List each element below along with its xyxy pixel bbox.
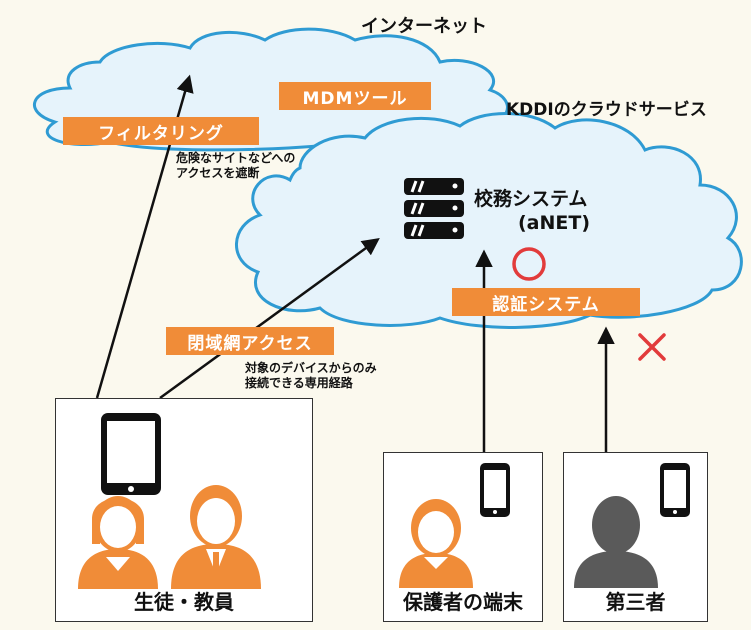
allowed-mark — [512, 247, 546, 281]
server-icon — [404, 178, 464, 239]
third-party-label: 第三者 — [605, 590, 666, 614]
filtering-note-line1: 危険なサイトなどへの — [176, 151, 296, 165]
tablet-icon — [101, 413, 161, 495]
third-party-box: 第三者 — [563, 452, 708, 622]
mdm-tool-tag: MDMツール — [279, 82, 431, 110]
students-teachers-box: 生徒・教員 — [55, 398, 313, 622]
students-teachers-label: 生徒・教員 — [134, 590, 234, 614]
kddi-cloud — [235, 112, 743, 329]
smartphone-icon — [660, 463, 690, 517]
filtering-note-line2: アクセスを遮断 — [176, 166, 260, 180]
guardian-device-box: 保護者の端末 — [383, 452, 543, 622]
kddi-cloud-title: KDDIのクラウドサービス — [506, 100, 707, 120]
closed-network-note-line2: 接続できる専用経路 — [245, 376, 353, 390]
guardian-device-label: 保護者の端末 — [403, 590, 523, 614]
filtering-tag: フィルタリング — [63, 117, 259, 145]
closed-network-note-line1: 対象のデバイスからのみ — [245, 361, 377, 375]
auth-system-tag: 認証システム — [452, 288, 640, 316]
internet-title: インターネット — [361, 16, 487, 37]
denied-mark — [638, 333, 666, 361]
closed-network-note: 対象のデバイスからのみ 接続できる専用経路 — [245, 361, 377, 391]
closed-network-tag: 閉域網アクセス — [166, 327, 334, 355]
students-teachers-graphics — [78, 413, 261, 589]
school-system-label: 校務システム — [474, 188, 588, 210]
school-system-sub: (aNET) — [518, 212, 591, 234]
guardian-graphics — [399, 463, 510, 588]
third-party-graphics — [574, 463, 690, 588]
person-icon — [574, 496, 658, 588]
smartphone-icon — [480, 463, 510, 517]
guardian-person-icon — [399, 499, 473, 588]
closed-network-arrow — [159, 237, 380, 400]
filtering-note: 危険なサイトなどへの アクセスを遮断 — [176, 151, 295, 181]
student-person-icon — [78, 496, 158, 589]
teacher-person-icon — [171, 485, 261, 589]
